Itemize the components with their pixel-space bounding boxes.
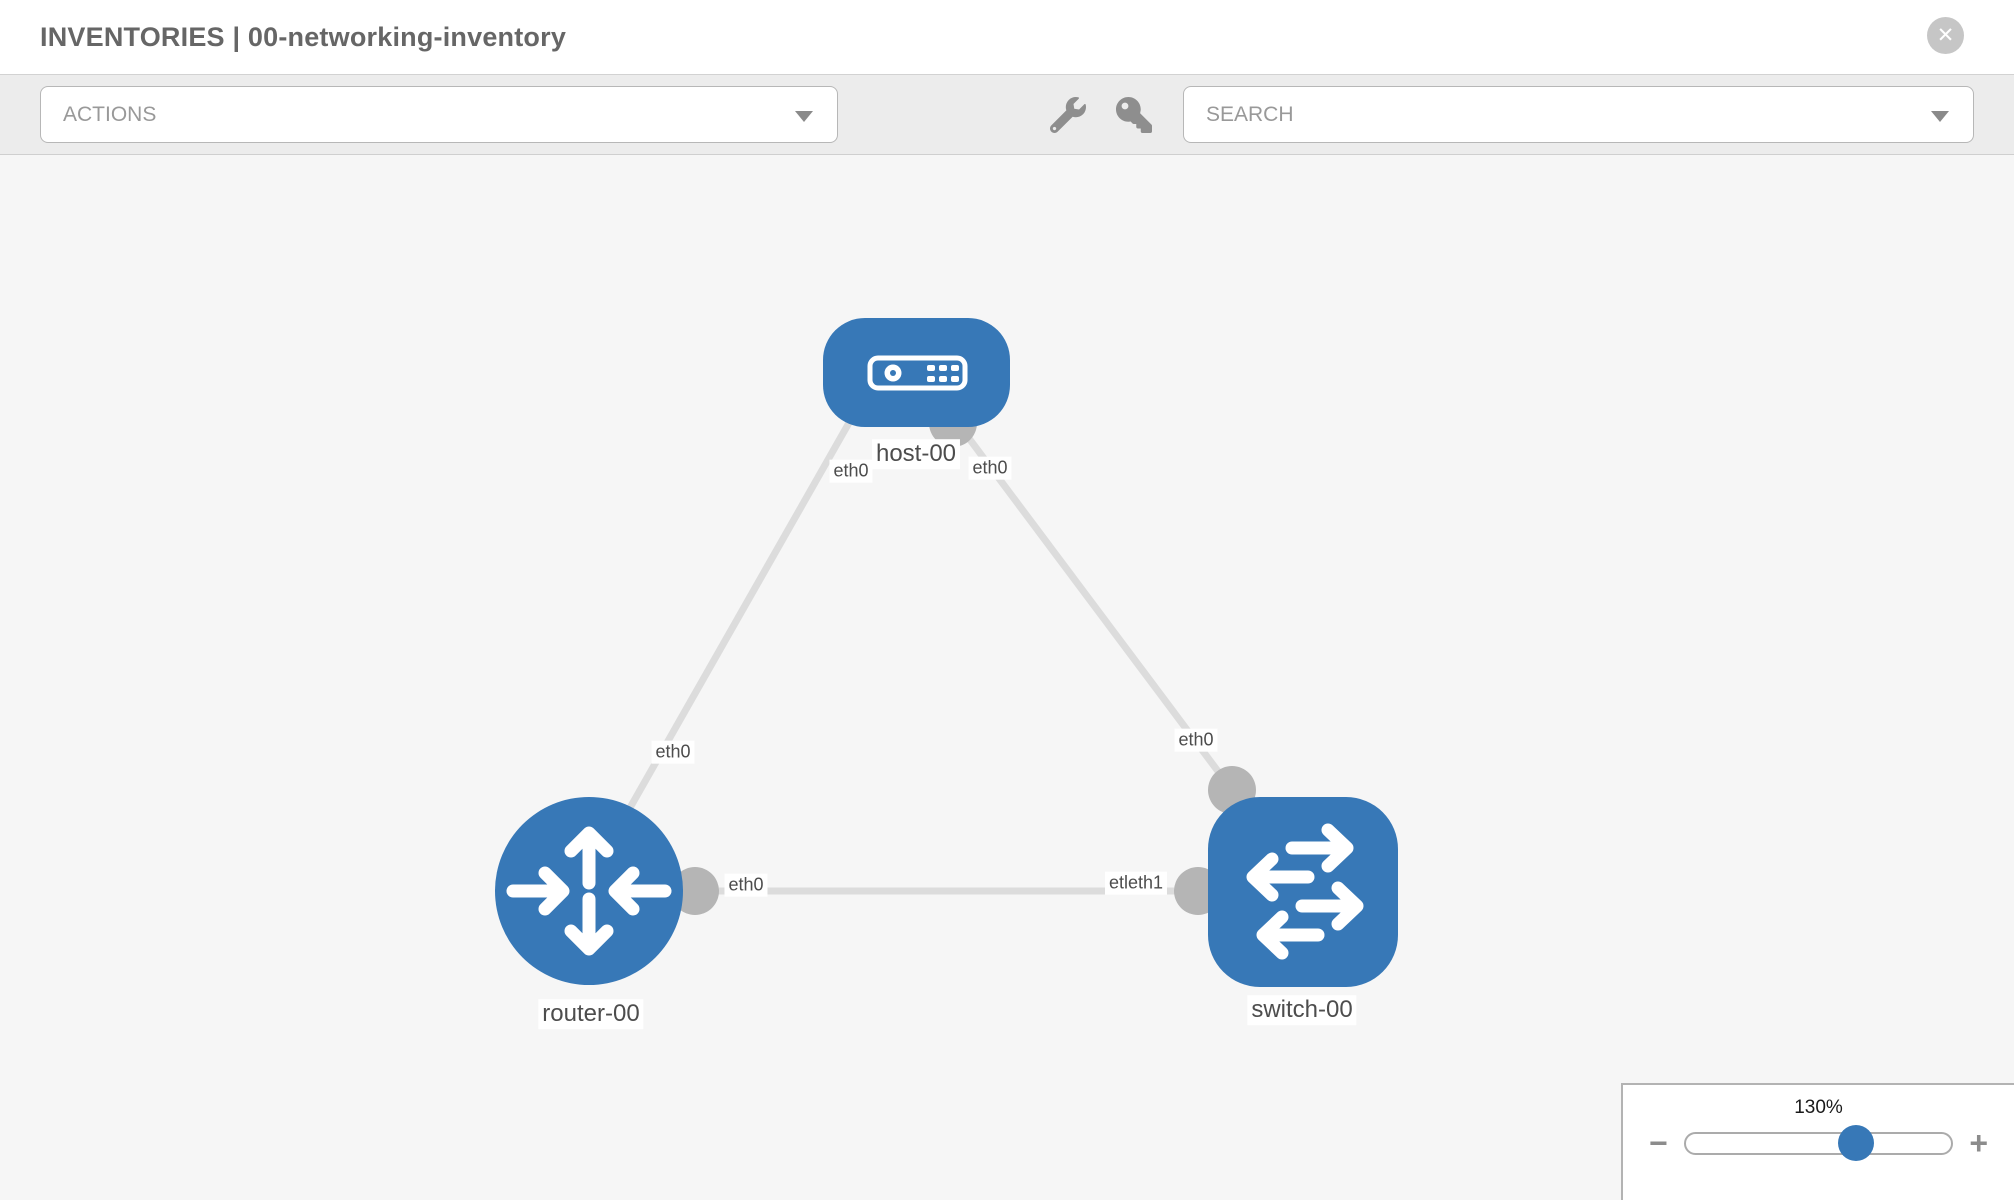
page-title: INVENTORIES | 00-networking-inventory: [40, 21, 567, 52]
node-label-router[interactable]: router-00: [538, 999, 644, 1029]
router-arrows-icon: [506, 826, 672, 956]
toolbar: ACTIONS SEARCH: [0, 74, 2014, 155]
switch-arrows-icon: [1246, 823, 1364, 960]
interface-label-host-router-link: eth0: [651, 740, 695, 764]
node-router[interactable]: [495, 797, 683, 985]
interface-dots: [671, 399, 1256, 915]
panel-header: INVENTORIES | 00-networking-inventory ✕: [0, 0, 2014, 74]
node-host[interactable]: [823, 318, 1010, 427]
topology-canvas[interactable]: host-00 eth0 eth0 eth0 eth0 eth0 etleth1…: [0, 155, 2014, 1200]
credentials-key-icon[interactable]: [1116, 97, 1152, 133]
interface-label-host-left: eth0: [829, 459, 873, 483]
link-host-router[interactable]: [598, 405, 862, 859]
zoom-control-panel: 130% − +: [1621, 1083, 2014, 1200]
interface-label-host-switch-link: eth0: [1174, 728, 1218, 752]
node-switch[interactable]: [1208, 797, 1398, 987]
zoom-level-value: 130%: [1794, 1097, 1843, 1118]
interface-dot-router[interactable]: [671, 867, 719, 915]
actions-dropdown-label: ACTIONS: [63, 102, 157, 126]
interface-label-host-right: eth0: [968, 456, 1012, 480]
link-lines: [598, 405, 1235, 895]
zoom-slider-track[interactable]: [1683, 1125, 1954, 1161]
search-dropdown[interactable]: SEARCH: [1183, 86, 1974, 143]
interface-label-router-end: eth0: [724, 873, 768, 897]
interface-label-switch-end: etleth1: [1104, 871, 1168, 895]
chevron-down-icon: [1931, 110, 1949, 122]
zoom-out-button[interactable]: −: [1649, 1125, 1668, 1161]
zoom-in-button[interactable]: +: [1969, 1125, 1988, 1161]
search-dropdown-label: SEARCH: [1206, 102, 1294, 126]
zoom-slider-knob[interactable]: [1837, 1125, 1874, 1161]
host-device-icon: [867, 355, 968, 391]
actions-dropdown[interactable]: ACTIONS: [40, 86, 838, 143]
close-icon[interactable]: ✕: [1927, 17, 1964, 54]
topology-graph: [495, 318, 1398, 987]
configure-wrench-icon[interactable]: [1049, 97, 1086, 134]
node-label-switch[interactable]: switch-00: [1247, 995, 1357, 1025]
chevron-down-icon: [795, 110, 813, 122]
node-label-host[interactable]: host-00: [871, 439, 961, 469]
